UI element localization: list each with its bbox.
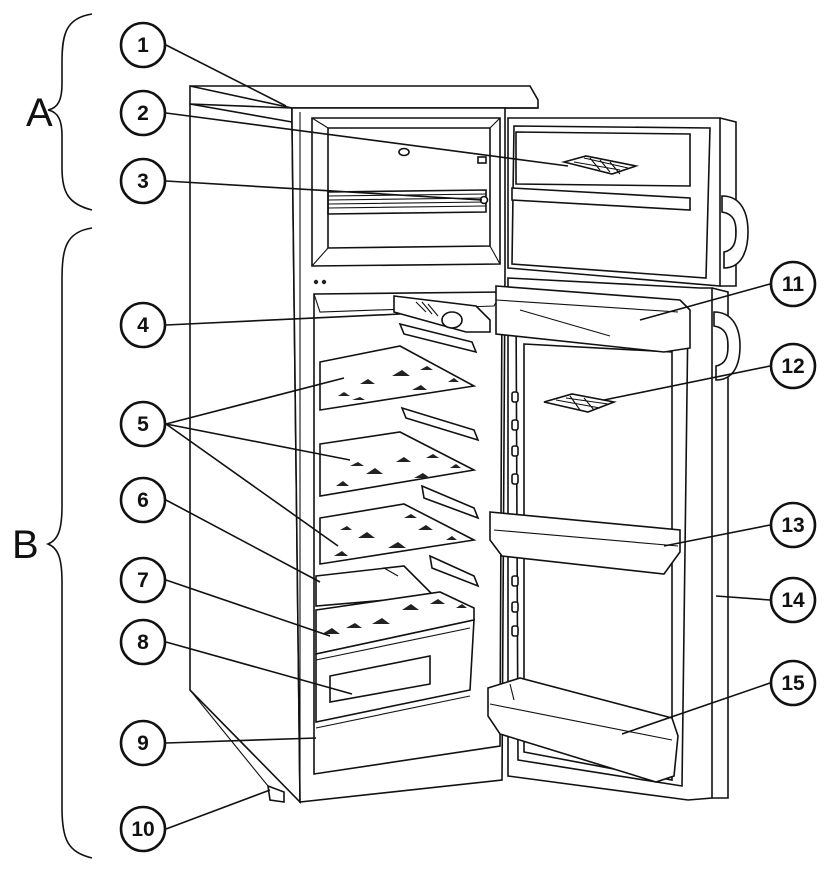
door-shelf-pegs: [511, 391, 519, 637]
door-shelf-middle: [489, 511, 681, 575]
fridge-door: [487, 277, 741, 801]
callout-9: 9: [119, 719, 167, 767]
freezer-door: [507, 117, 749, 287]
section-label-b: B: [12, 523, 39, 567]
brace-a: [47, 13, 93, 211]
callout-2: 2: [119, 89, 167, 137]
ice-tray: [560, 155, 640, 175]
dairy-compartment: [495, 285, 691, 353]
callout-label: 3: [137, 170, 149, 193]
callout-4: 4: [119, 301, 167, 349]
callout-11: 11: [769, 260, 817, 308]
thermostat-light-unit: [393, 295, 491, 333]
callout-1: 1: [119, 21, 167, 69]
fridge-door-handle[interactable]: [713, 311, 741, 381]
callout-label: 7: [137, 569, 149, 592]
callout-label: 4: [137, 314, 149, 337]
callout-label: 9: [137, 732, 149, 755]
callout-label: 1: [137, 34, 149, 57]
callout-3: 3: [119, 157, 167, 205]
shelf-rails: [398, 322, 480, 588]
freezer-compartment: [311, 117, 501, 267]
callout-label: 11: [782, 273, 805, 296]
callout-label: 13: [781, 514, 804, 537]
callout-5: 5: [119, 400, 167, 448]
brace-b: [45, 227, 93, 859]
callout-label: 12: [781, 355, 804, 378]
leader-lines: [165, 44, 771, 830]
section-label-a: A: [26, 91, 53, 135]
callout-12: 12: [769, 342, 817, 390]
glass-shelf-1: [319, 345, 477, 411]
callout-8: 8: [119, 618, 167, 666]
callout-label: 15: [781, 672, 805, 695]
egg-tray: [543, 393, 617, 413]
callout-10: 10: [119, 805, 167, 853]
callout-label: 5: [137, 413, 149, 436]
door-shelf-bottle: [487, 677, 679, 783]
fridge-compartment: [313, 291, 503, 775]
callout-13: 13: [769, 501, 817, 549]
callout-label: 6: [137, 489, 149, 512]
callout-14: 14: [769, 576, 817, 624]
callout-label: 10: [131, 818, 154, 841]
callout-6: 6: [119, 476, 167, 524]
callout-7: 7: [119, 556, 167, 604]
callout-label: 8: [137, 631, 149, 654]
callout-15: 15: [769, 659, 817, 707]
crisper-drawer: [315, 591, 475, 723]
freezer-door-handle[interactable]: [721, 195, 749, 269]
callout-label: 2: [137, 102, 149, 125]
glass-shelf-2: [319, 431, 477, 497]
indicator-dot: [321, 279, 327, 285]
callout-label: 14: [781, 589, 805, 612]
glass-shelf-3: [319, 503, 477, 565]
indicator-dot: [313, 279, 319, 285]
